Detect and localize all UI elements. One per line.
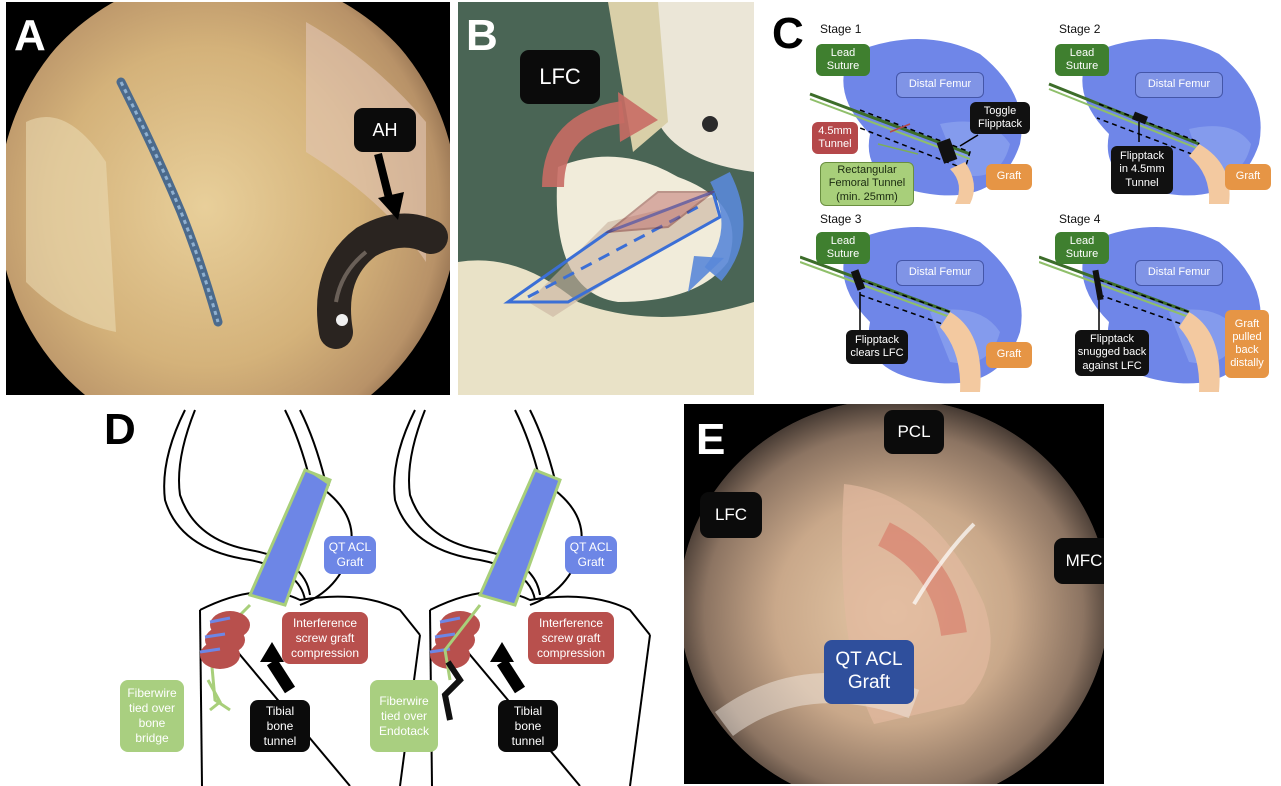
stage-4-graft: Graft pulled back distally xyxy=(1225,310,1269,378)
stage-4-flipptack: Flipptack snugged back against LFC xyxy=(1075,330,1149,376)
panel-b-label: B xyxy=(466,14,498,58)
panel-b-image xyxy=(458,2,754,395)
mfc-tag: MFC xyxy=(1054,538,1104,584)
stage-3-flipptack: Flipptack clears LFC xyxy=(846,330,908,364)
stage-1-toggle: Toggle Flipptack xyxy=(970,102,1030,134)
panel-c-label: C xyxy=(772,12,804,56)
stage-1-lead-suture: Lead Suture xyxy=(816,44,870,76)
d-right-graft-label: QT ACL Graft xyxy=(565,536,617,574)
stage-2-lead-suture: Lead Suture xyxy=(1055,44,1109,76)
d-left-graft-label: QT ACL Graft xyxy=(324,536,376,574)
panel-d-diagram: D xyxy=(100,400,660,786)
stage-1-graft: Graft xyxy=(986,164,1032,190)
ah-arrow xyxy=(6,2,450,395)
stage-3: Stage 3 Lead Suture Distal Femur Flippta… xyxy=(800,202,1040,392)
stage-2-graft: Graft xyxy=(1225,164,1271,190)
e-graft-label: QT ACL Graft xyxy=(824,640,914,704)
panel-e-image xyxy=(684,404,1104,784)
stage-3-distal-femur: Distal Femur xyxy=(896,260,984,286)
stage-3-title: Stage 3 xyxy=(820,212,861,226)
d-right-tunnel-label: Tibial bone tunnel xyxy=(498,700,558,752)
stage-3-graft: Graft xyxy=(986,342,1032,368)
stage-4-distal-femur: Distal Femur xyxy=(1135,260,1223,286)
pcl-tag: PCL xyxy=(884,410,944,454)
panel-a-arthroscopy: A AH xyxy=(6,2,450,395)
panel-b-model: B LFC xyxy=(458,2,754,395)
stage-1-distal-femur: Distal Femur xyxy=(896,72,984,98)
d-right-screw-label: Interference screw graft compression xyxy=(528,612,614,664)
panel-e-label: E xyxy=(696,418,725,462)
stage-4-title: Stage 4 xyxy=(1059,212,1100,226)
stage-1: Stage 1 Lead Suture Distal Femur Toggle … xyxy=(800,14,1040,204)
stage-2: Stage 2 Lead Suture Distal Femur Flippta… xyxy=(1039,14,1279,204)
lfc-tag-e: LFC xyxy=(700,492,762,538)
panel-e-arthroscopy: E PCL LFC MFC QT ACL Graft xyxy=(684,404,1104,784)
stage-4-lead-suture: Lead Suture xyxy=(1055,232,1109,264)
stage-4: Stage 4 Lead Suture Distal Femur Flippta… xyxy=(1039,202,1279,392)
d-left-tunnel-label: Tibial bone tunnel xyxy=(250,700,310,752)
lfc-tag-b: LFC xyxy=(520,50,600,104)
panel-c-stages: C Stage 1 Lead Suture Distal Femur Toggl… xyxy=(762,2,1281,392)
stage-2-title: Stage 2 xyxy=(1059,22,1100,36)
stage-1-title: Stage 1 xyxy=(820,22,861,36)
stage-1-rect-tunnel: Rectangular Femoral Tunnel (min. 25mm) xyxy=(820,162,914,206)
d-left-screw-label: Interference screw graft compression xyxy=(282,612,368,664)
d-left-fiber-label: Fiberwire tied over bone bridge xyxy=(120,680,184,752)
stage-2-flipptack: Flipptack in 4.5mm Tunnel xyxy=(1111,146,1173,194)
stage-3-lead-suture: Lead Suture xyxy=(816,232,870,264)
stage-1-tunnel: 4.5mm Tunnel xyxy=(812,122,858,154)
d-right-fiber-label: Fiberwire tied over Endotack xyxy=(370,680,438,752)
stage-2-distal-femur: Distal Femur xyxy=(1135,72,1223,98)
